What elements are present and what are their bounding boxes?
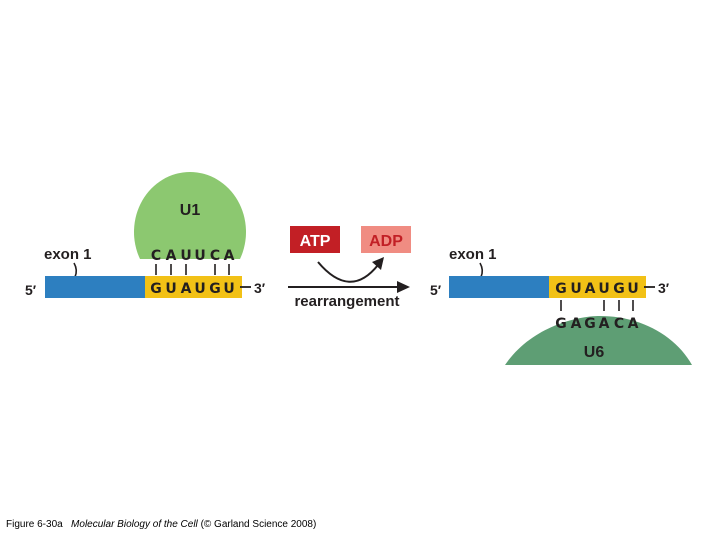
right-exon-pointer [479, 262, 484, 278]
u1-snrnp-shape [134, 171, 246, 259]
left-exon-label: exon 1 [44, 246, 92, 263]
caption-figure-number: Figure 6-30a [6, 519, 63, 530]
figure-caption: Figure 6-30a Molecular Biology of the Ce… [6, 519, 316, 530]
adp-arrowhead [372, 257, 384, 270]
left-three-prime: 3′ [254, 280, 266, 296]
intron-base: G [150, 281, 162, 297]
right-exon-1 [449, 276, 549, 298]
u1-base: A [166, 248, 177, 264]
u1-base: C [151, 248, 161, 264]
left-exon-pointer [73, 262, 78, 278]
u6-label: U6 [584, 344, 605, 361]
intron-base: A [585, 281, 596, 297]
u6-base: G [584, 316, 596, 332]
u6-base: A [571, 316, 582, 332]
adp-box [361, 226, 411, 253]
intron-base: U [627, 281, 638, 297]
u1-base: A [224, 248, 235, 264]
left-five-prime: 5′ [25, 282, 37, 298]
left-intron-sequence: G U A U G U [150, 281, 234, 297]
right-intron-sequence: G U A U G U [555, 281, 638, 297]
u6-base: A [628, 316, 639, 332]
u1-base: C [210, 248, 220, 264]
intron-base: U [598, 281, 609, 297]
left-base-pairs [155, 264, 230, 275]
intron-base: G [613, 281, 625, 297]
u6-sequence: G A G A C A [555, 316, 638, 332]
intron-base: U [223, 281, 234, 297]
rearrangement-arrowhead [397, 281, 410, 293]
intron-base: U [194, 281, 205, 297]
caption-credit: (© Garland Science 2008) [200, 519, 317, 530]
u6-base: C [614, 316, 624, 332]
right-intron-5ss [549, 276, 646, 298]
atp-label: ATP [300, 233, 331, 250]
right-five-prime: 5′ [430, 282, 442, 298]
u1-label: U1 [180, 202, 201, 219]
intron-base: G [555, 281, 567, 297]
left-intron-5ss [145, 276, 242, 298]
u1-base: U [180, 248, 191, 264]
atp-box [290, 226, 340, 253]
atp-to-adp-arrow [317, 261, 379, 283]
adp-label: ADP [369, 233, 403, 250]
intron-base: U [165, 281, 176, 297]
right-base-pairs [560, 300, 634, 311]
u6-snrnp-shape [505, 316, 692, 365]
u6-base: G [555, 316, 567, 332]
left-exon-1 [45, 276, 145, 298]
u1-sequence: C A U U C A [151, 248, 235, 264]
caption-book-title: Molecular Biology of the Cell [71, 519, 198, 530]
intron-base: U [570, 281, 581, 297]
intron-base: G [209, 281, 221, 297]
rearrangement-label: rearrangement [294, 293, 399, 310]
right-three-prime: 3′ [658, 280, 670, 296]
intron-base: A [181, 281, 192, 297]
u6-base: A [599, 316, 610, 332]
u1-base: U [194, 248, 205, 264]
right-exon-label: exon 1 [449, 246, 497, 263]
